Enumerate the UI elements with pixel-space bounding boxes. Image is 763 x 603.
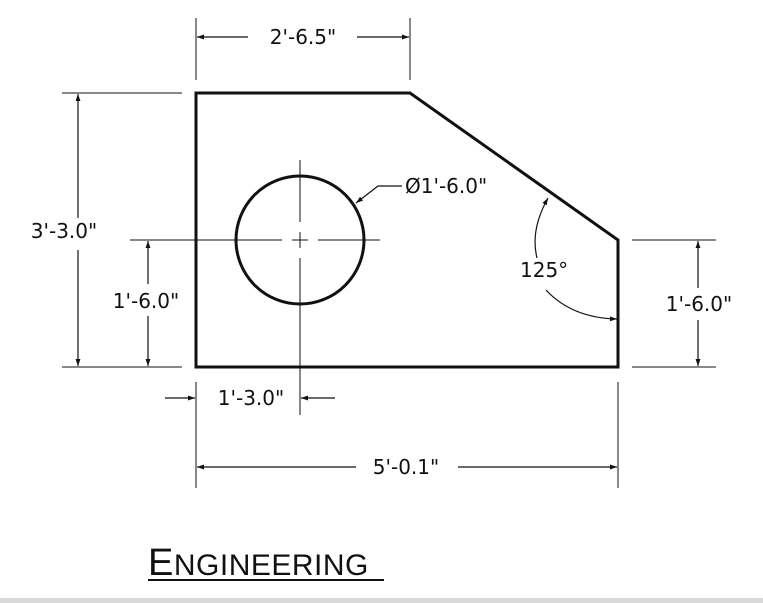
caption-rest: NGINEERING [174, 549, 369, 582]
extension-lines [62, 18, 716, 488]
bottom-divider [0, 598, 763, 603]
right-height-dimension: 1'-6.0" [666, 292, 732, 316]
caption-title: ENGINEERING [148, 542, 369, 584]
top-width-dimension: 2'-6.5" [270, 25, 336, 49]
dimension-lines [75, 34, 701, 470]
center-lines [130, 160, 380, 415]
total-width-dimension: 5'-0.1" [373, 455, 439, 479]
hole-diameter-label: Ø1'-6.0" [405, 174, 487, 198]
angle-label: 125° [520, 258, 568, 282]
hole-center-height-dimension: 1'-6.0" [113, 289, 179, 313]
part-outline [194, 91, 620, 369]
caption-first-letter: E [148, 542, 174, 584]
total-height-dimension: 3'-3.0" [31, 219, 97, 243]
hole-offset-dimension: 1'-3.0" [218, 386, 284, 410]
